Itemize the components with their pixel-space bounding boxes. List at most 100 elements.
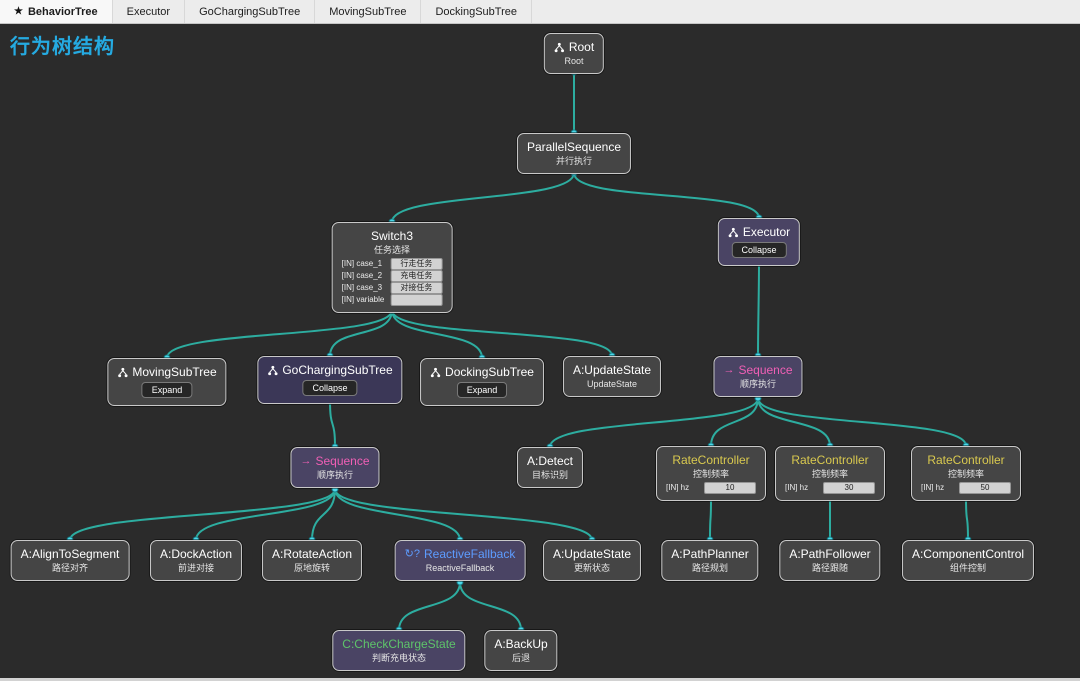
node-executor[interactable]: Executor Collapse [717,218,801,266]
node-title: A:UpdateState [572,363,652,377]
tab-label: BehaviorTree [27,5,98,18]
collapse-button[interactable]: Collapse [302,380,358,396]
node-title: A:UpdateState [552,547,632,561]
node-title: ↻? ReactiveFallback [404,547,516,561]
subtree-icon [728,227,738,237]
node-title: DockingSubTree [430,365,534,379]
port-label: [IN] hz [785,483,809,492]
node-title: A:AlignToSegment [20,547,120,561]
tab-label: GoChargingSubTree [199,5,301,18]
subtree-icon [554,42,564,52]
port-row: [IN] case_3 对接任务 [341,281,443,294]
node-subtitle: 组件控制 [949,563,986,573]
subtree-icon [430,367,441,377]
expand-button[interactable]: Expand [456,382,508,398]
port-label: [IN] case_1 [341,259,383,268]
port-row: [IN] hz 50 [921,481,1011,494]
node-ratecontroller-3[interactable]: RateController 控制频率 [IN] hz 50 [911,446,1021,501]
node-checkchargestate[interactable]: C:CheckChargeState 判断充电状态 [332,630,466,671]
node-subtitle: 后退 [511,653,531,663]
port-input[interactable]: 50 [959,481,1011,494]
node-title: A:RotateAction [271,547,353,561]
port-row: [IN] variable [341,293,443,306]
node-updatestate-bottom[interactable]: A:UpdateState 更新状态 [542,540,642,581]
node-updatestate-top[interactable]: A:UpdateState UpdateState [562,356,662,397]
canvas-title: 行为树结构 [10,36,115,58]
tab-executor[interactable]: Executor [113,0,186,23]
node-title: A:DockAction [159,547,233,561]
node-subtitle: 路径对齐 [51,563,89,573]
node-subtitle: 前进对接 [177,563,214,573]
node-sequence-right[interactable]: → Sequence 顺序执行 [713,356,803,397]
node-pathplanner[interactable]: A:PathPlanner 路径规划 [661,540,759,581]
port-input[interactable]: 10 [704,481,756,494]
node-aligntosegment[interactable]: A:AlignToSegment 路径对齐 [10,540,130,581]
node-ratecontroller-1[interactable]: RateController 控制频率 [IN] hz 10 [656,446,766,501]
tab-gochargingsubtree[interactable]: GoChargingSubTree [185,0,316,23]
node-sequence-left[interactable]: → Sequence 顺序执行 [290,447,380,488]
node-subtitle: 顺序执行 [739,379,777,389]
node-gochargingsubtree[interactable]: GoChargingSubTree Collapse [257,356,403,404]
node-rotateaction[interactable]: A:RotateAction 原地旋转 [261,540,363,581]
arrow-icon: → [723,364,735,376]
tab-movingsubtree[interactable]: MovingSubTree [315,0,422,23]
subtree-icon [118,367,128,377]
collapse-button[interactable]: Collapse [731,242,787,258]
tab-label: MovingSubTree [329,5,407,18]
node-title: C:CheckChargeState [342,637,456,651]
node-pathfollower[interactable]: A:PathFollower 路径跟随 [779,540,881,581]
tab-dockingsubtree[interactable]: DockingSubTree [421,0,532,23]
port-input[interactable]: 充电任务 [390,269,443,282]
port-row: [IN] case_1 行走任务 [341,257,443,270]
node-title: A:ComponentControl [911,547,1025,561]
port-list: [IN] hz 50 [921,481,1011,494]
port-label: [IN] variable [341,295,385,304]
star-icon: ★ [14,6,23,17]
node-subtitle: 路径跟随 [811,563,848,573]
tab-label: DockingSubTree [435,5,517,18]
node-detect[interactable]: A:Detect 目标识别 [516,447,584,488]
node-parallelsequence[interactable]: ParallelSequence 并行执行 [516,133,632,174]
node-subtitle: 任务选择 [373,245,410,255]
port-input[interactable]: 行走任务 [390,257,443,270]
tab-behaviortree[interactable]: ★ BehaviorTree [0,0,113,23]
port-row: [IN] case_2 充电任务 [342,269,443,282]
node-subtitle: 并行执行 [555,156,593,166]
fallback-icon: ↻? [404,548,420,560]
port-row: [IN] hz 10 [666,481,756,494]
node-title: A:Detect [526,454,574,468]
port-label: [IN] hz [921,483,945,492]
node-title: A:BackUp [494,637,548,651]
node-subtitle: ReactiveFallback [425,563,495,573]
node-movingsubtree[interactable]: MovingSubTree Expand [107,358,227,406]
node-switch3[interactable]: Switch3 任务选择 [IN] case_1 行走任务 [IN] case_… [331,222,453,313]
node-root[interactable]: Root Root [543,33,605,74]
node-subtitle: 控制频率 [811,469,848,479]
node-backup[interactable]: A:BackUp 后退 [484,630,558,671]
node-title: A:PathFollower [789,547,871,561]
node-ratecontroller-2[interactable]: RateController 控制频率 [IN] hz 30 [775,446,885,501]
node-reactivefallback[interactable]: ↻? ReactiveFallback ReactiveFallback [394,540,526,581]
node-componentcontrol[interactable]: A:ComponentControl 组件控制 [901,540,1035,581]
node-subtitle: 目标识别 [531,470,568,480]
port-input[interactable] [390,293,443,306]
node-subtitle: Root [564,56,584,66]
port-input[interactable]: 30 [823,481,875,494]
expand-button[interactable]: Expand [141,382,193,398]
node-title: → Sequence [723,363,793,377]
port-row: [IN] hz 30 [785,481,875,494]
port-label: [IN] case_3 [341,283,383,292]
node-subtitle: 原地旋转 [293,563,331,573]
port-list: [IN] hz 10 [666,481,756,494]
node-title: Root [554,40,594,54]
node-title: ParallelSequence [526,140,622,154]
node-title: Switch3 [370,229,414,243]
node-dockaction[interactable]: A:DockAction 前进对接 [149,540,243,581]
node-title: A:PathPlanner [671,547,749,561]
node-subtitle: 顺序执行 [316,470,354,480]
node-subtitle: 控制频率 [947,469,984,479]
node-dockingsubtree[interactable]: DockingSubTree Expand [420,358,544,406]
port-input[interactable]: 对接任务 [390,281,443,294]
